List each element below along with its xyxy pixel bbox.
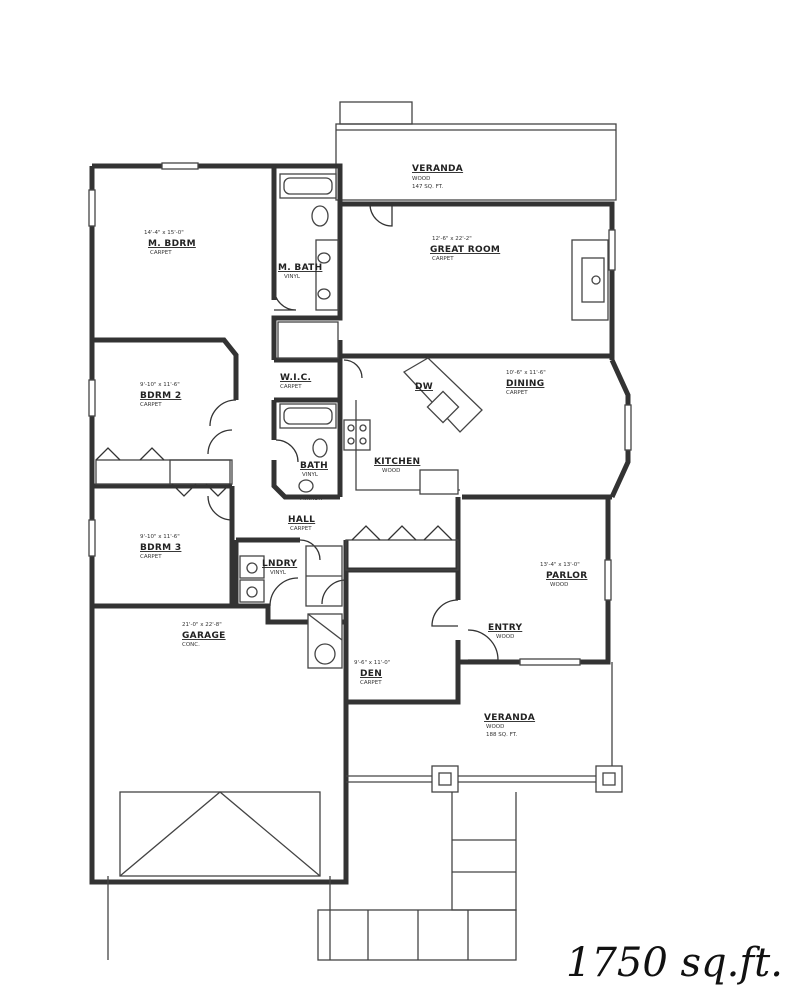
svg-text:WOOD: WOOD [496,634,514,640]
svg-text:VINYL: VINYL [302,472,319,478]
garage-door [107,791,331,960]
svg-text:BDRM 3: BDRM 3 [140,543,181,553]
room-label-dining: 10'-6" x 11'-6" DINING CARPET [506,370,546,396]
svg-text:LNDRY: LNDRY [262,559,297,569]
room-label-veranda-front: VERANDA WOOD 188 SQ. FT. [484,713,535,738]
svg-text:WOOD: WOOD [382,468,400,474]
svg-text:WOOD: WOOD [550,582,568,588]
svg-text:CARPET: CARPET [280,384,302,390]
svg-text:13'-4" x 13'-0": 13'-4" x 13'-0" [540,562,580,568]
room-label-parlor: 13'-4" x 13'-0" PARLOR WOOD [540,562,587,588]
room-label-kitchen: KITCHEN WOOD [374,457,420,474]
room-label-master-bath: M. BATH VINYL [278,263,322,280]
svg-text:DEN: DEN [360,669,382,679]
water-heater [307,613,343,669]
room-label-veranda-rear: VERANDA WOOD 147 SQ. FT. [412,164,463,190]
room-label-entry: ENTRY WOOD [488,623,522,640]
svg-text:CARPET: CARPET [360,680,382,686]
svg-text:WOOD: WOOD [412,176,430,182]
master-bath-fixtures [277,173,339,359]
svg-text:14'-4" x 15'-0": 14'-4" x 15'-0" [144,230,184,236]
fireplace [571,239,609,321]
svg-text:CARPET: CARPET [506,390,528,396]
svg-text:CONC.: CONC. [182,642,200,648]
laundry-fixtures [239,545,343,607]
exterior-walls [89,163,631,885]
room-label-bedroom-2: 9'-10" x 11'-6" BDRM 2 CARPET [140,382,181,408]
svg-text:10'-6" x 11'-6": 10'-6" x 11'-6" [506,370,546,376]
svg-text:CARPET: CARPET [140,554,162,560]
bath-fixtures [279,403,337,493]
svg-text:VERANDA: VERANDA [412,164,463,174]
svg-text:VINYL: VINYL [270,570,287,576]
svg-text:GREAT ROOM: GREAT ROOM [430,245,500,255]
dishwasher-label: DW [415,382,433,392]
svg-text:GARAGE: GARAGE [182,631,226,641]
svg-text:BATH: BATH [300,461,328,471]
svg-text:CARPET: CARPET [290,526,312,532]
svg-text:9'-6" x 11'-0": 9'-6" x 11'-0" [354,660,390,666]
svg-text:VINYL: VINYL [284,274,301,280]
front-walk [317,792,517,961]
svg-text:DINING: DINING [506,379,544,389]
svg-text:CARPET: CARPET [140,402,162,408]
svg-text:KITCHEN: KITCHEN [374,457,420,467]
total-area-note: 1750 sq.ft. [566,940,783,986]
svg-text:147 SQ. FT.: 147 SQ. FT. [412,184,443,190]
doors [207,203,499,661]
svg-text:9'-10" x 11'-6": 9'-10" x 11'-6" [140,382,180,388]
svg-text:BDRM 2: BDRM 2 [140,391,181,401]
windows [88,162,632,666]
room-label-master-bedroom: 14'-4" x 15'-0" M. BDRM CARPET [144,230,196,256]
svg-text:VERANDA: VERANDA [484,713,535,723]
svg-text:MIRROR: MIRROR [300,496,322,502]
svg-text:HALL: HALL [288,515,315,525]
svg-text:WOOD: WOOD [486,724,504,730]
svg-text:CARPET: CARPET [432,256,454,262]
svg-text:21'-0" x 22'-8": 21'-0" x 22'-8" [182,622,222,628]
svg-text:188 SQ. FT.: 188 SQ. FT. [486,732,517,738]
svg-text:ENTRY: ENTRY [488,623,522,633]
kitchen-fixtures [343,357,483,495]
svg-text:CARPET: CARPET [150,250,172,256]
room-label-garage: 21'-0" x 22'-8" GARAGE CONC. [182,622,226,648]
room-label-bath: BATH VINYL MIRROR [300,461,328,502]
svg-text:W.I.C.: W.I.C. [280,373,311,383]
interior-walls [92,166,612,700]
closets [95,447,459,571]
room-label-hall: HALL CARPET [288,515,315,532]
room-label-laundry: LNDRY VINYL [262,559,297,576]
rear-veranda [335,101,617,201]
svg-text:M. BATH: M. BATH [278,263,322,273]
svg-text:M. BDRM: M. BDRM [148,239,196,249]
svg-text:12'-6" x 22'-2": 12'-6" x 22'-2" [432,236,472,242]
room-label-walk-in-closet: W.I.C. CARPET [280,373,311,390]
room-label-great-room: 12'-6" x 22'-2" GREAT ROOM CARPET [430,236,500,262]
svg-text:PARLOR: PARLOR [546,571,587,581]
svg-text:9'-10" x 11'-6": 9'-10" x 11'-6" [140,534,180,540]
room-label-den: 9'-6" x 11'-0" DEN CARPET [354,660,390,686]
room-label-bedroom-3: 9'-10" x 11'-6" BDRM 3 CARPET [140,534,181,560]
front-veranda [346,662,623,793]
